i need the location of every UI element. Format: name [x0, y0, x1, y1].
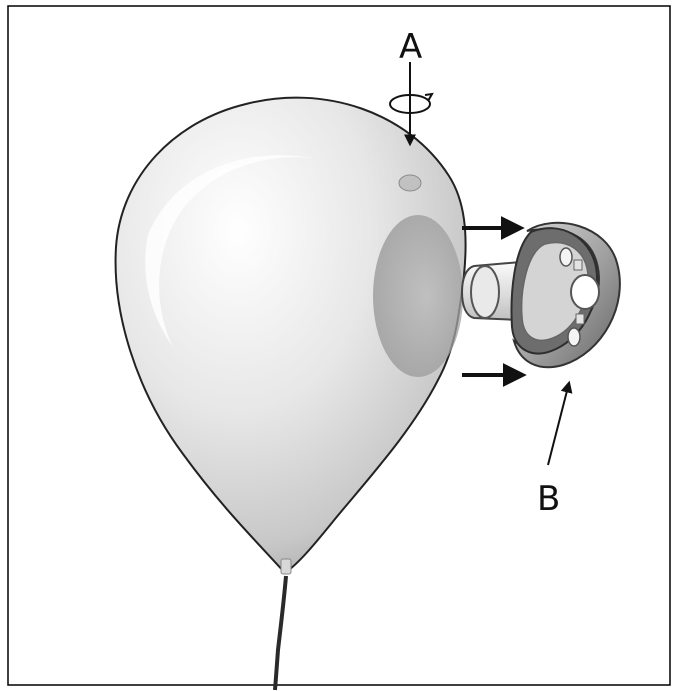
bracket-screw-top: [559, 247, 573, 267]
bracket-tab-bottom: [575, 313, 585, 325]
rotate-arrow-icon: [389, 92, 434, 114]
lamp-shade: [114, 96, 467, 575]
cord-cap: [280, 558, 292, 575]
bracket-screw-bottom: [567, 327, 581, 347]
small-dimple: [398, 174, 422, 192]
border-frame: [7, 5, 671, 686]
label-b: B: [537, 479, 560, 519]
mount-shadow: [373, 215, 463, 377]
cord: [273, 575, 288, 691]
socket-opening: [470, 265, 500, 319]
bracket-outer: [512, 221, 621, 369]
bracket-tab-top: [573, 259, 583, 271]
shade-highlight: [145, 155, 318, 347]
label-b-leader: [547, 380, 573, 466]
label-a: A: [399, 27, 422, 67]
bracket-inner-plate: [520, 241, 589, 342]
bracket-center-hole: [570, 274, 600, 310]
